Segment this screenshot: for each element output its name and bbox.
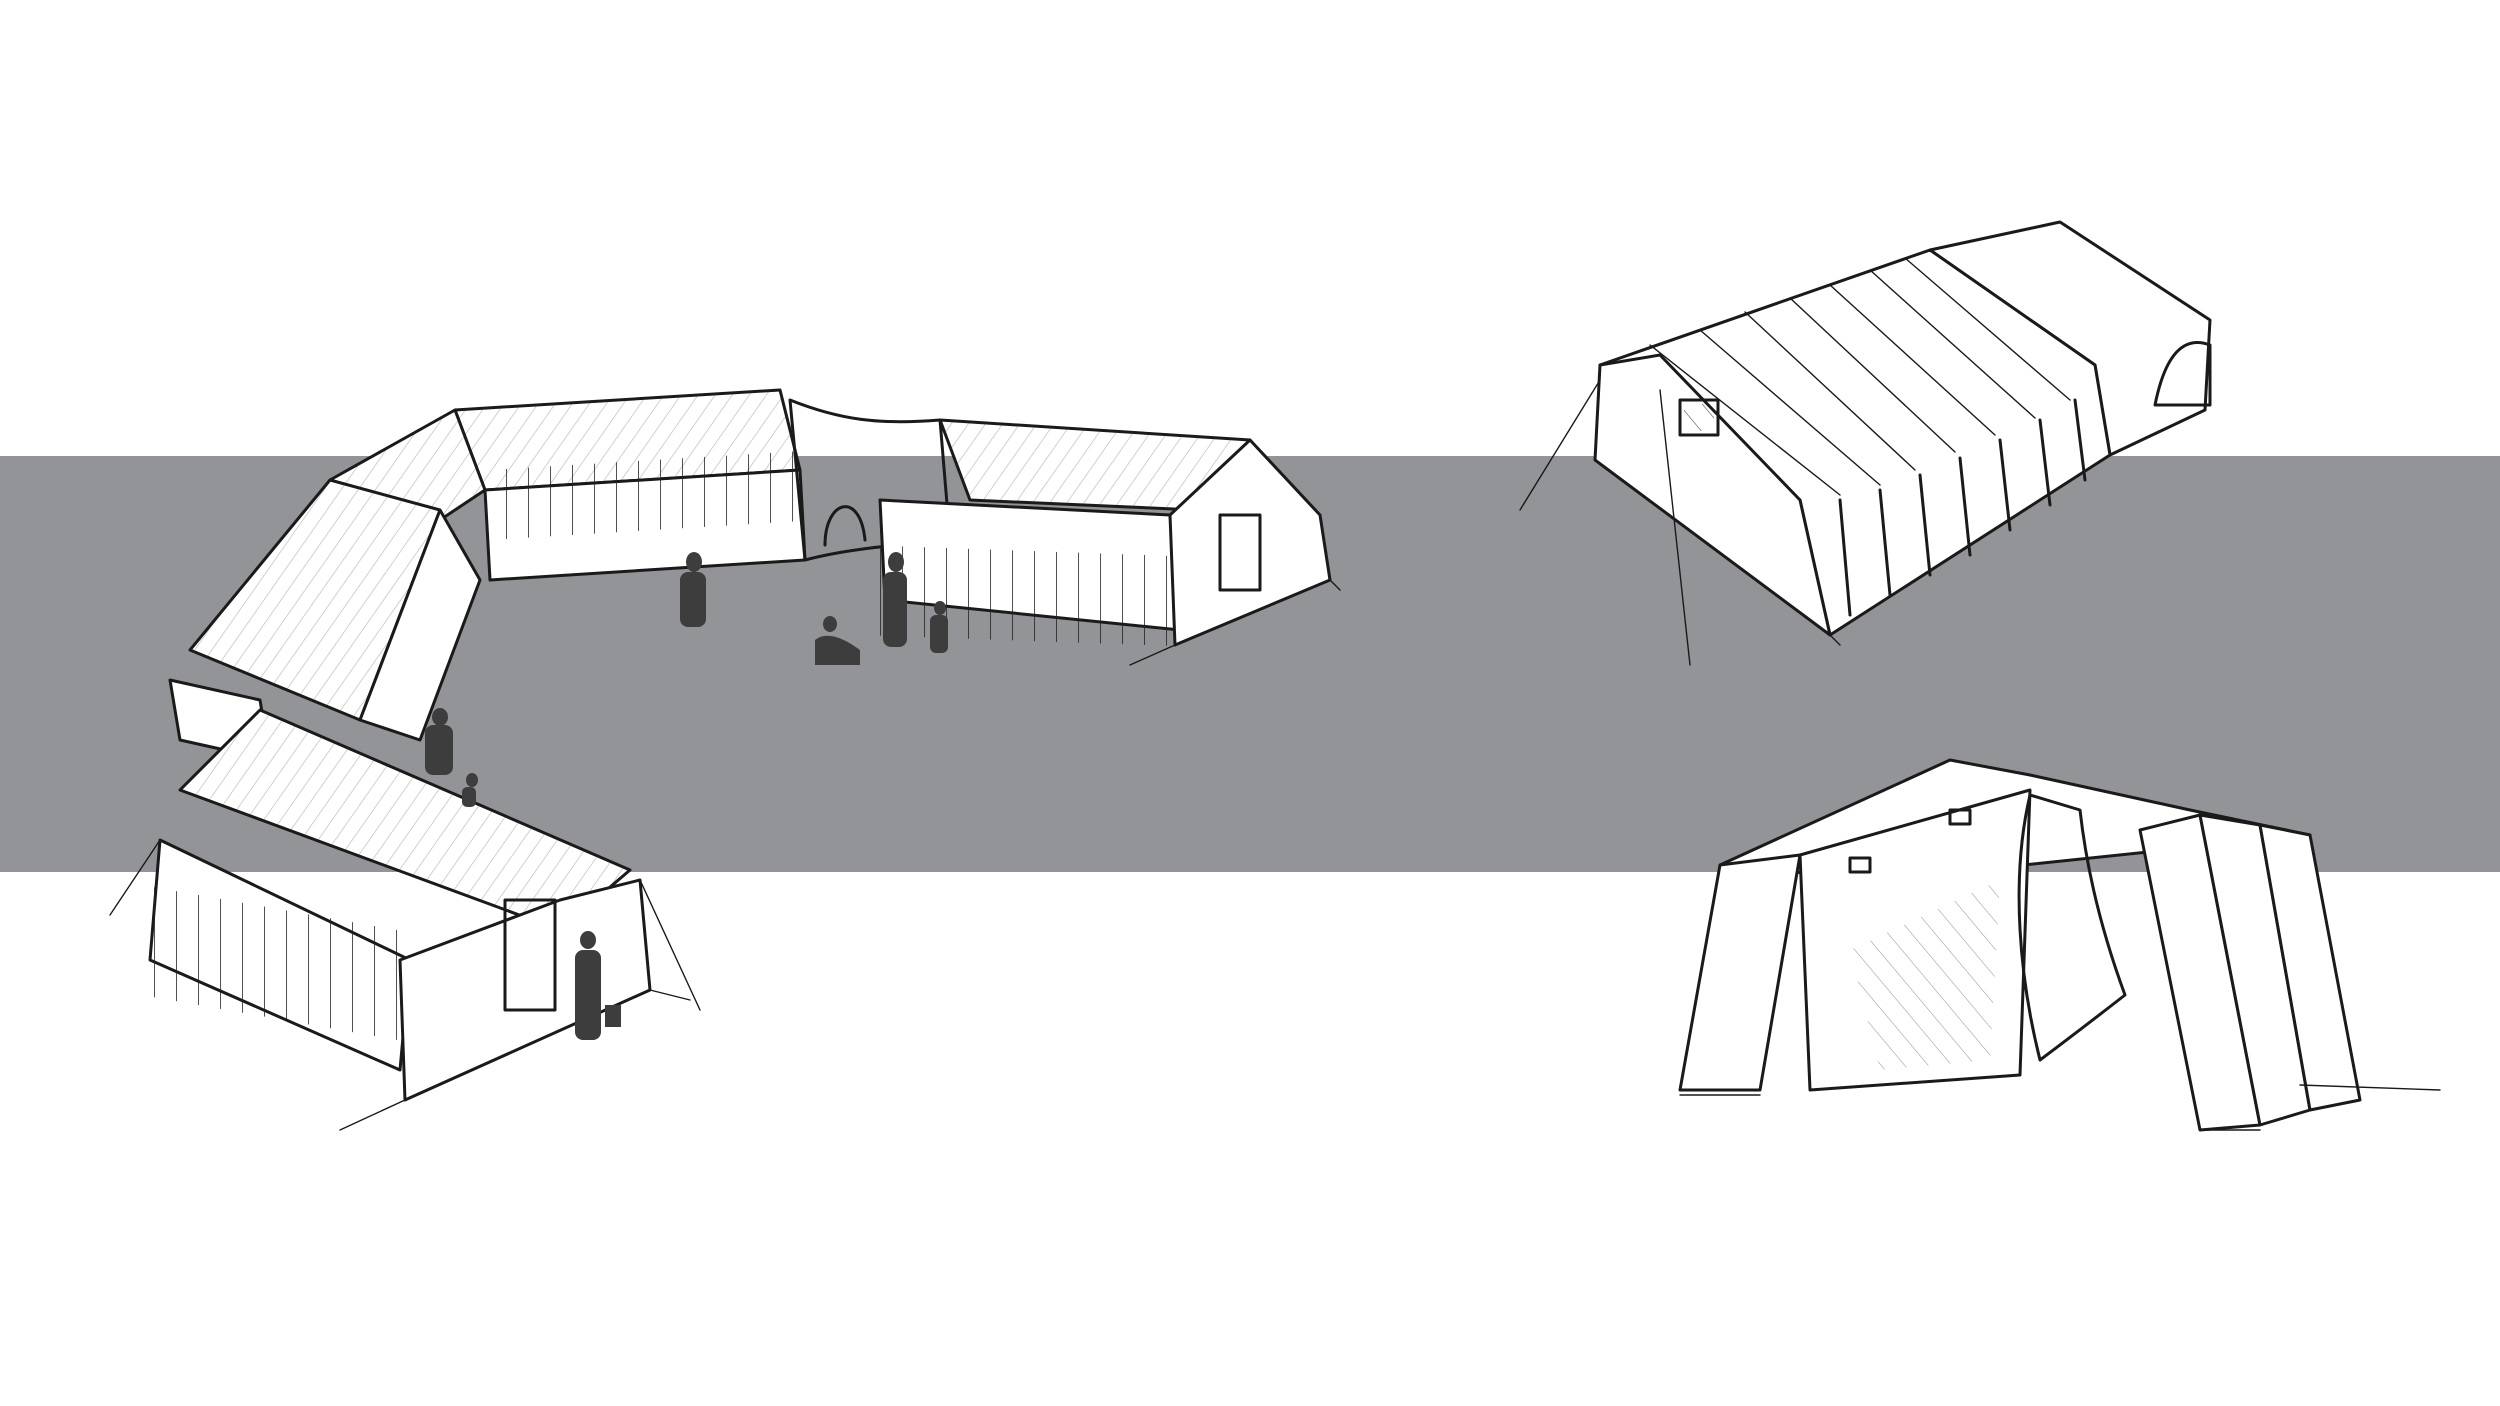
tent-window-right: [1218, 513, 1262, 592]
tent-entrance-curtain: [2017, 793, 2127, 1062]
segmented-tunnel-tent-sketch: [1519, 220, 2212, 666]
clasp-icon: [1948, 808, 1972, 826]
frame-segment-3: [2258, 823, 2362, 1112]
open-frame-tent-sketch: [1678, 758, 2441, 1132]
tent-gable-end-right: [1168, 438, 1332, 647]
linked-tent-complex-sketch: [109, 388, 1341, 1131]
frame-leg-left: [1678, 853, 1802, 1092]
clasp-icon: [1848, 856, 1872, 874]
people-silhouettes: [425, 552, 948, 1040]
tent-wall-left: [358, 508, 482, 742]
tent-door-front: [503, 898, 557, 1012]
tent-window-small: [1678, 398, 1720, 437]
tent-gable-end-front-right: [1593, 353, 1832, 637]
tent-gable-end-front: [398, 878, 652, 1102]
